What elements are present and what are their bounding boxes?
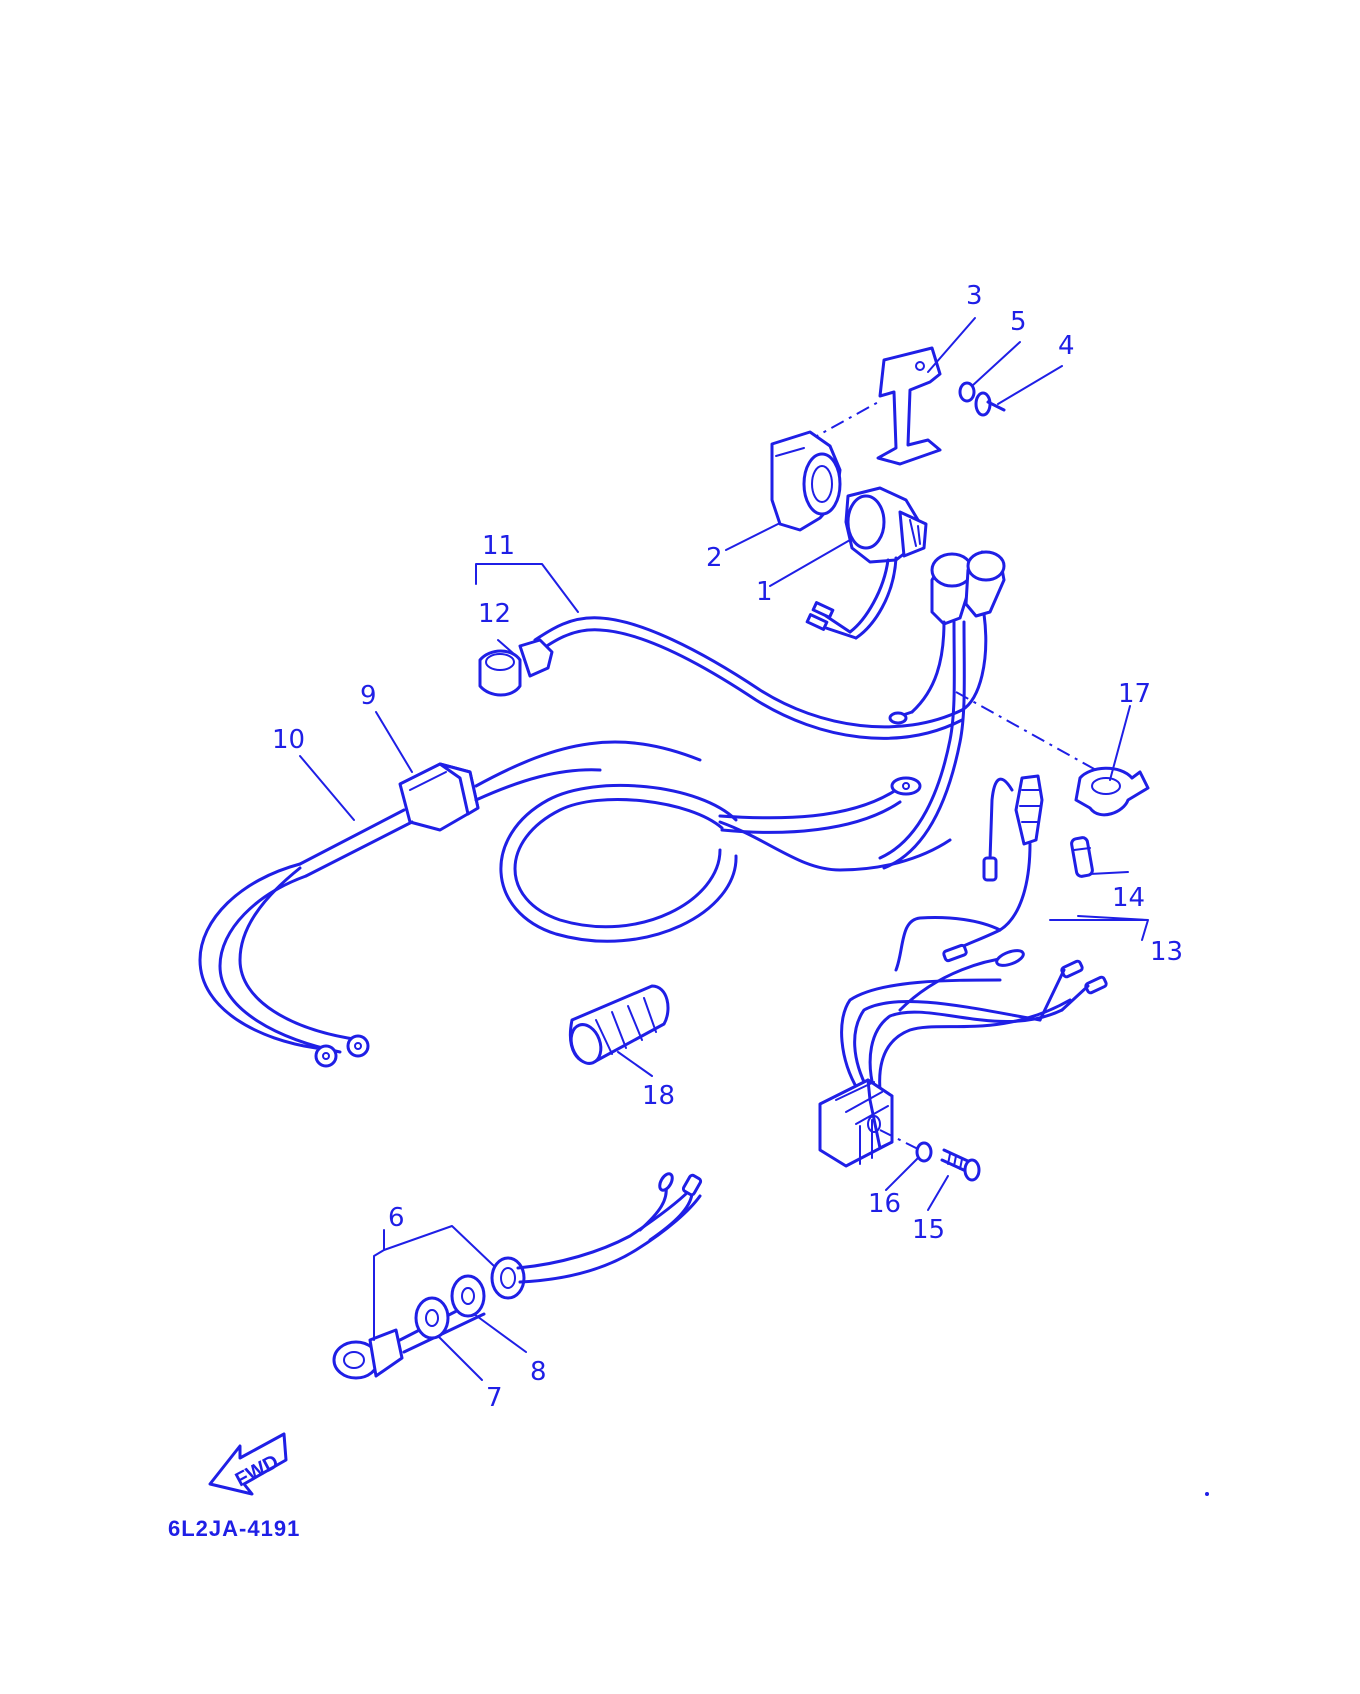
- switch-assembly-part-6: [332, 1172, 703, 1380]
- washer-part-8: [450, 1274, 486, 1318]
- part-number-labels: 1 2 3 4 5 6 7 8 9 10 11 12 13 14 15 16 1…: [272, 281, 1183, 1413]
- fuse-part-14: [1070, 836, 1094, 878]
- label-part-6: 6: [388, 1203, 405, 1233]
- leader-lines: [299, 317, 1149, 1381]
- clamp-centerline: [955, 691, 1097, 771]
- relay-part-1: [805, 486, 928, 640]
- label-part-15: 15: [912, 1215, 945, 1245]
- washer-part-16: [915, 1141, 933, 1163]
- label-part-2: 2: [706, 543, 723, 573]
- battery-cable-part-10: [198, 740, 952, 1068]
- fwd-arrow-icon: FWD: [208, 1432, 288, 1496]
- label-part-10: 10: [272, 725, 305, 755]
- fuse-holder-part-13: [894, 774, 1044, 972]
- label-part-18: 18: [642, 1081, 675, 1111]
- label-part-4: 4: [1058, 331, 1075, 361]
- label-part-16: 16: [868, 1189, 901, 1219]
- label-part-1: 1: [756, 577, 773, 607]
- label-part-9: 9: [360, 681, 377, 711]
- bolt-part-15: [940, 1148, 981, 1182]
- washer-part-7: [414, 1296, 450, 1340]
- label-part-7: 7: [486, 1383, 503, 1413]
- label-part-3: 3: [966, 281, 983, 311]
- sleeve-part-18: [569, 984, 670, 1065]
- drawing-code: 6L2JA-4191: [168, 1516, 300, 1541]
- harness-part-11: [478, 550, 1006, 870]
- label-part-8: 8: [530, 1357, 547, 1387]
- label-part-14: 14: [1112, 883, 1145, 913]
- rectifier-assembly: [818, 949, 1108, 1168]
- label-part-13: 13: [1150, 937, 1183, 967]
- washer-part-5: [958, 381, 976, 403]
- bracket-part-3: [876, 346, 942, 466]
- holder-part-2: [770, 430, 842, 532]
- clamp-block-part-9: [398, 762, 480, 832]
- label-part-17: 17: [1118, 679, 1151, 709]
- label-part-11: 11: [482, 531, 515, 561]
- clamp-part-17: [1074, 766, 1150, 817]
- stray-mark: [1205, 1492, 1209, 1496]
- screw-part-4: [974, 391, 1006, 417]
- label-part-12: 12: [478, 599, 511, 629]
- label-part-5: 5: [1010, 307, 1027, 337]
